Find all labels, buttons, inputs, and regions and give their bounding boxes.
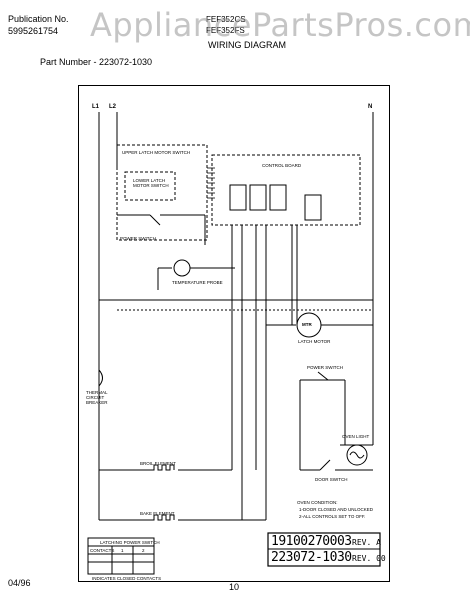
model-number-2: FEF352FS (206, 26, 245, 35)
power-switch-right-label: POWER SWITCH (307, 365, 343, 370)
watermark: AppliancePartsPros.com (90, 6, 470, 44)
control-board-label: CONTROL BOARD (262, 163, 302, 168)
revision-code-1: 19100270003 (271, 534, 352, 549)
oven-light-label: OVEN LIGHT (342, 434, 370, 439)
upper-latch-switch-label: UPPER LATCH MOTOR SWITCH (122, 150, 191, 155)
bake-element-label: BAKE ELEMENT (140, 511, 175, 516)
door-switch-label: DOOR SWITCH (315, 477, 348, 482)
diagram-frame (78, 85, 390, 582)
latch-motor-symbol: MTR (302, 322, 312, 327)
table-col-2: 2 (142, 548, 145, 553)
model-number-1: FEF352CS (206, 15, 246, 24)
power-switch-left-label: POWER SWITCH (120, 236, 156, 241)
oven-condition-2: 2-ALL CONTROLS SET TO OFF. (299, 514, 366, 519)
l2-label: L2 (109, 104, 117, 110)
latch-motor-label: LATCH MOTOR (298, 339, 331, 344)
thermal-breaker-label: THERMAL CIRCUIT BREAKER (86, 390, 108, 405)
section-title: WIRING DIAGRAM (208, 40, 286, 50)
broil-element-label: BROIL ELEMENT (140, 461, 176, 466)
footer-date: 04/96 (8, 578, 31, 588)
oven-condition-title: OVEN CONDITION: (297, 500, 338, 505)
table-col-1: 1 (121, 548, 124, 553)
revision-2: REV. 00 (352, 554, 386, 563)
n-label: N (368, 104, 373, 110)
revision-1: REV. A (352, 538, 381, 547)
l1-label: L1 (92, 104, 100, 110)
table-note: INDICATES CLOSED CONTACTS (92, 576, 162, 581)
part-number: Part Number - 223072-1030 (40, 57, 153, 67)
publication-number: 5995261754 (8, 26, 59, 36)
lower-latch-switch-label: LOWER LATCH MOTOR SWITCH (133, 178, 169, 188)
revision-code-2: 223072-1030 (271, 550, 352, 565)
table-title: LATCHING POWER SWITCH (100, 540, 160, 545)
table-col-contacts: CONTACTS (90, 548, 115, 553)
publication-label: Publication No. (8, 14, 69, 24)
oven-condition-1: 1-DOOR CLOSED AND UNLOCKED (299, 507, 374, 512)
page-number: 10 (229, 582, 240, 592)
temperature-probe-label: TEMPERATURE PROBE (172, 280, 223, 285)
